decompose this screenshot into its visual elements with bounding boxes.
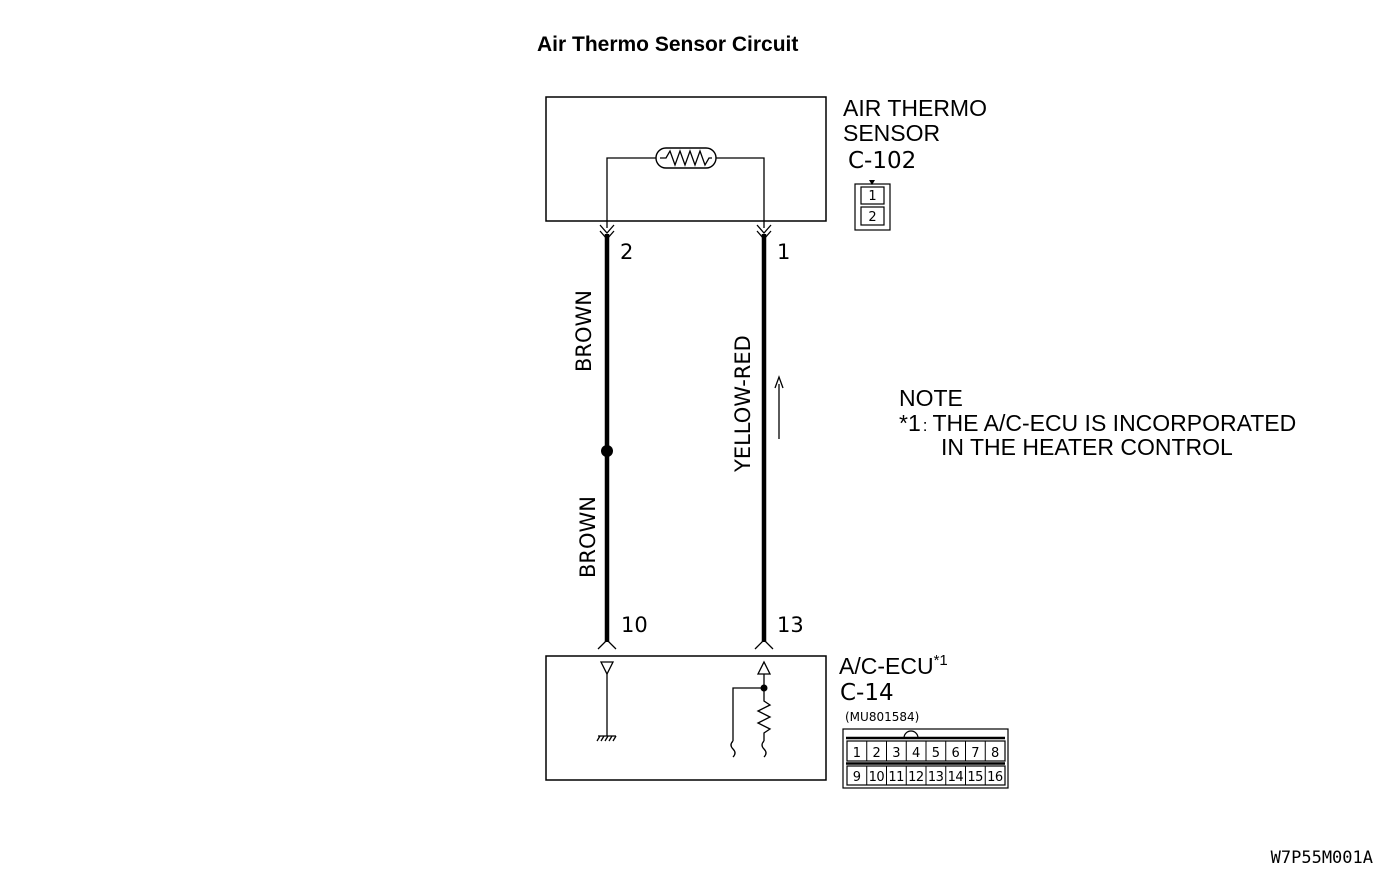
ecu-junction-icon [760,684,768,692]
ecu-connector-pin-10: 10 [869,770,885,785]
ecu-part-number: (MU801584) [845,710,919,724]
ecu-footnote-mark: *1 [934,652,948,669]
ecu-connector-pin-7: 7 [971,746,979,761]
ecu-connector-pin-1: 1 [853,746,861,761]
left-wire-color-upper: BROWN [572,290,596,372]
left-wire-bottom-terminal-icon [597,639,617,650]
ecu-connector-code: C-14 [840,680,894,706]
ecu-connector-pin-12: 12 [908,770,924,785]
signal-direction-arrow-icon [774,375,784,439]
sensor-connector-pin-2: 2 [868,210,876,225]
sensor-internal-wire-right [716,157,765,228]
left-wire-color-lower: BROWN [576,496,600,578]
right-wire-bottom-terminal-icon [754,639,774,650]
ecu-connector-pin-5: 5 [932,746,940,761]
ground-icon [596,661,617,742]
ecu-name: A/C-ECU*1 [839,652,948,679]
sensor-connector-code: C-102 [848,148,916,174]
ecu-connector-pin-11: 11 [888,770,904,785]
ecu-connector-pin-13: 13 [928,770,944,785]
ecu-connector-pin-14: 14 [948,770,964,785]
left-wire-bottom-pin: 10 [621,613,648,637]
note-line1-text: THE A/C-ECU IS INCORPORATED [932,410,1296,436]
sensor-name-line2: SENSOR [843,120,940,146]
right-wire-color: YELLOW-RED [731,335,755,473]
diagram-title: Air Thermo Sensor Circuit [537,33,798,56]
ecu-connector-pin-16: 16 [987,770,1003,785]
right-wire-bottom-pin: 13 [777,613,804,637]
thermistor-icon [655,147,717,169]
right-wire-top-pin: 1 [777,240,790,264]
note-line1: *1:THE A/C-ECU IS INCORPORATED [899,410,1296,436]
sensor-internal-wire-left [606,157,656,228]
figure-code: W7P55M001A [1271,848,1373,868]
ecu-box [545,655,827,781]
left-wire-top-terminal-icon [599,224,615,240]
pullup-resistor-icon [730,660,772,758]
ecu-connector-pin-15: 15 [967,770,983,785]
sensor-connector-pin-1: 1 [868,189,876,204]
note-heading: NOTE [899,385,963,411]
sensor-name-line1: AIR THERMO [843,95,987,121]
note-line2: IN THE HEATER CONTROL [941,434,1233,460]
splice-point-icon [601,445,613,457]
ecu-connector-pin-8: 8 [991,746,999,761]
ecu-connector-pin-6: 6 [951,746,959,761]
sensor-box [545,96,827,222]
ecu-connector-pin-2: 2 [872,746,880,761]
ecu-connector-pin-9: 9 [853,770,861,785]
ecu-connector-pin-3: 3 [892,746,900,761]
right-wire-top-terminal-icon [756,224,772,240]
note-marker: *1 [899,410,921,436]
ecu-connector-pin-4: 4 [912,746,920,761]
left-wire-top-pin: 2 [620,240,633,264]
sensor-connector-icon [854,180,891,231]
